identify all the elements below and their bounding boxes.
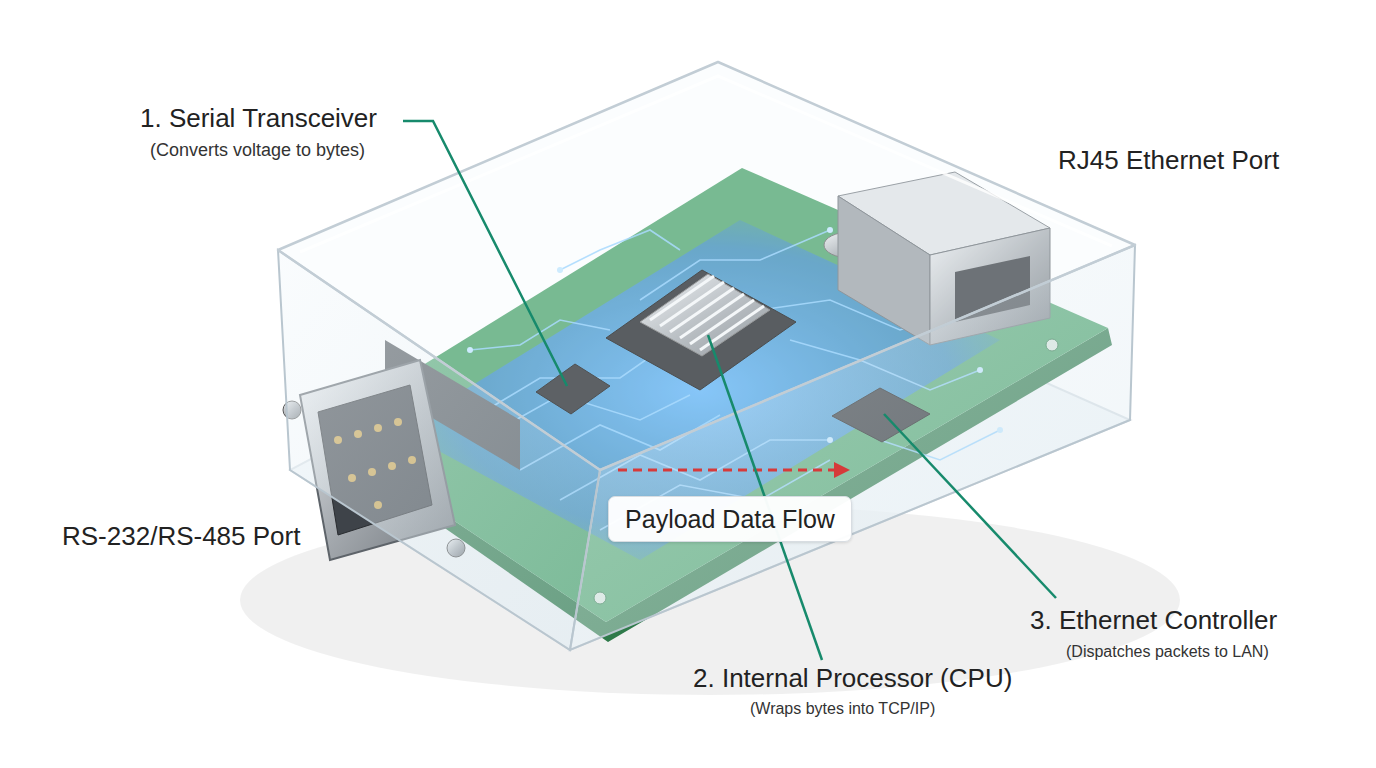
- leader-lines: [403, 121, 1056, 660]
- flow-arrow-head: [834, 462, 850, 478]
- flow-label-box: Payload Data Flow: [608, 496, 852, 542]
- enclosure-lid: [278, 62, 1135, 470]
- callout-title: 1. Serial Transceiver: [140, 104, 377, 134]
- callout-note: (Wraps bytes into TCP/IP): [750, 700, 935, 718]
- callout-title: 2. Internal Processor (CPU): [693, 664, 1012, 694]
- port-label: RJ45 Ethernet Port: [1058, 146, 1279, 176]
- glass-highlight: [300, 76, 1112, 252]
- flow-arrow-line: [618, 469, 834, 472]
- callout-note: (Converts voltage to bytes): [150, 140, 365, 161]
- port-label: RS-232/RS-485 Port: [62, 522, 300, 552]
- flow-label: Payload Data Flow: [625, 505, 835, 534]
- callout-note: (Dispatches packets to LAN): [1066, 643, 1269, 661]
- callout-title: 3. Ethernet Controller: [1030, 606, 1277, 636]
